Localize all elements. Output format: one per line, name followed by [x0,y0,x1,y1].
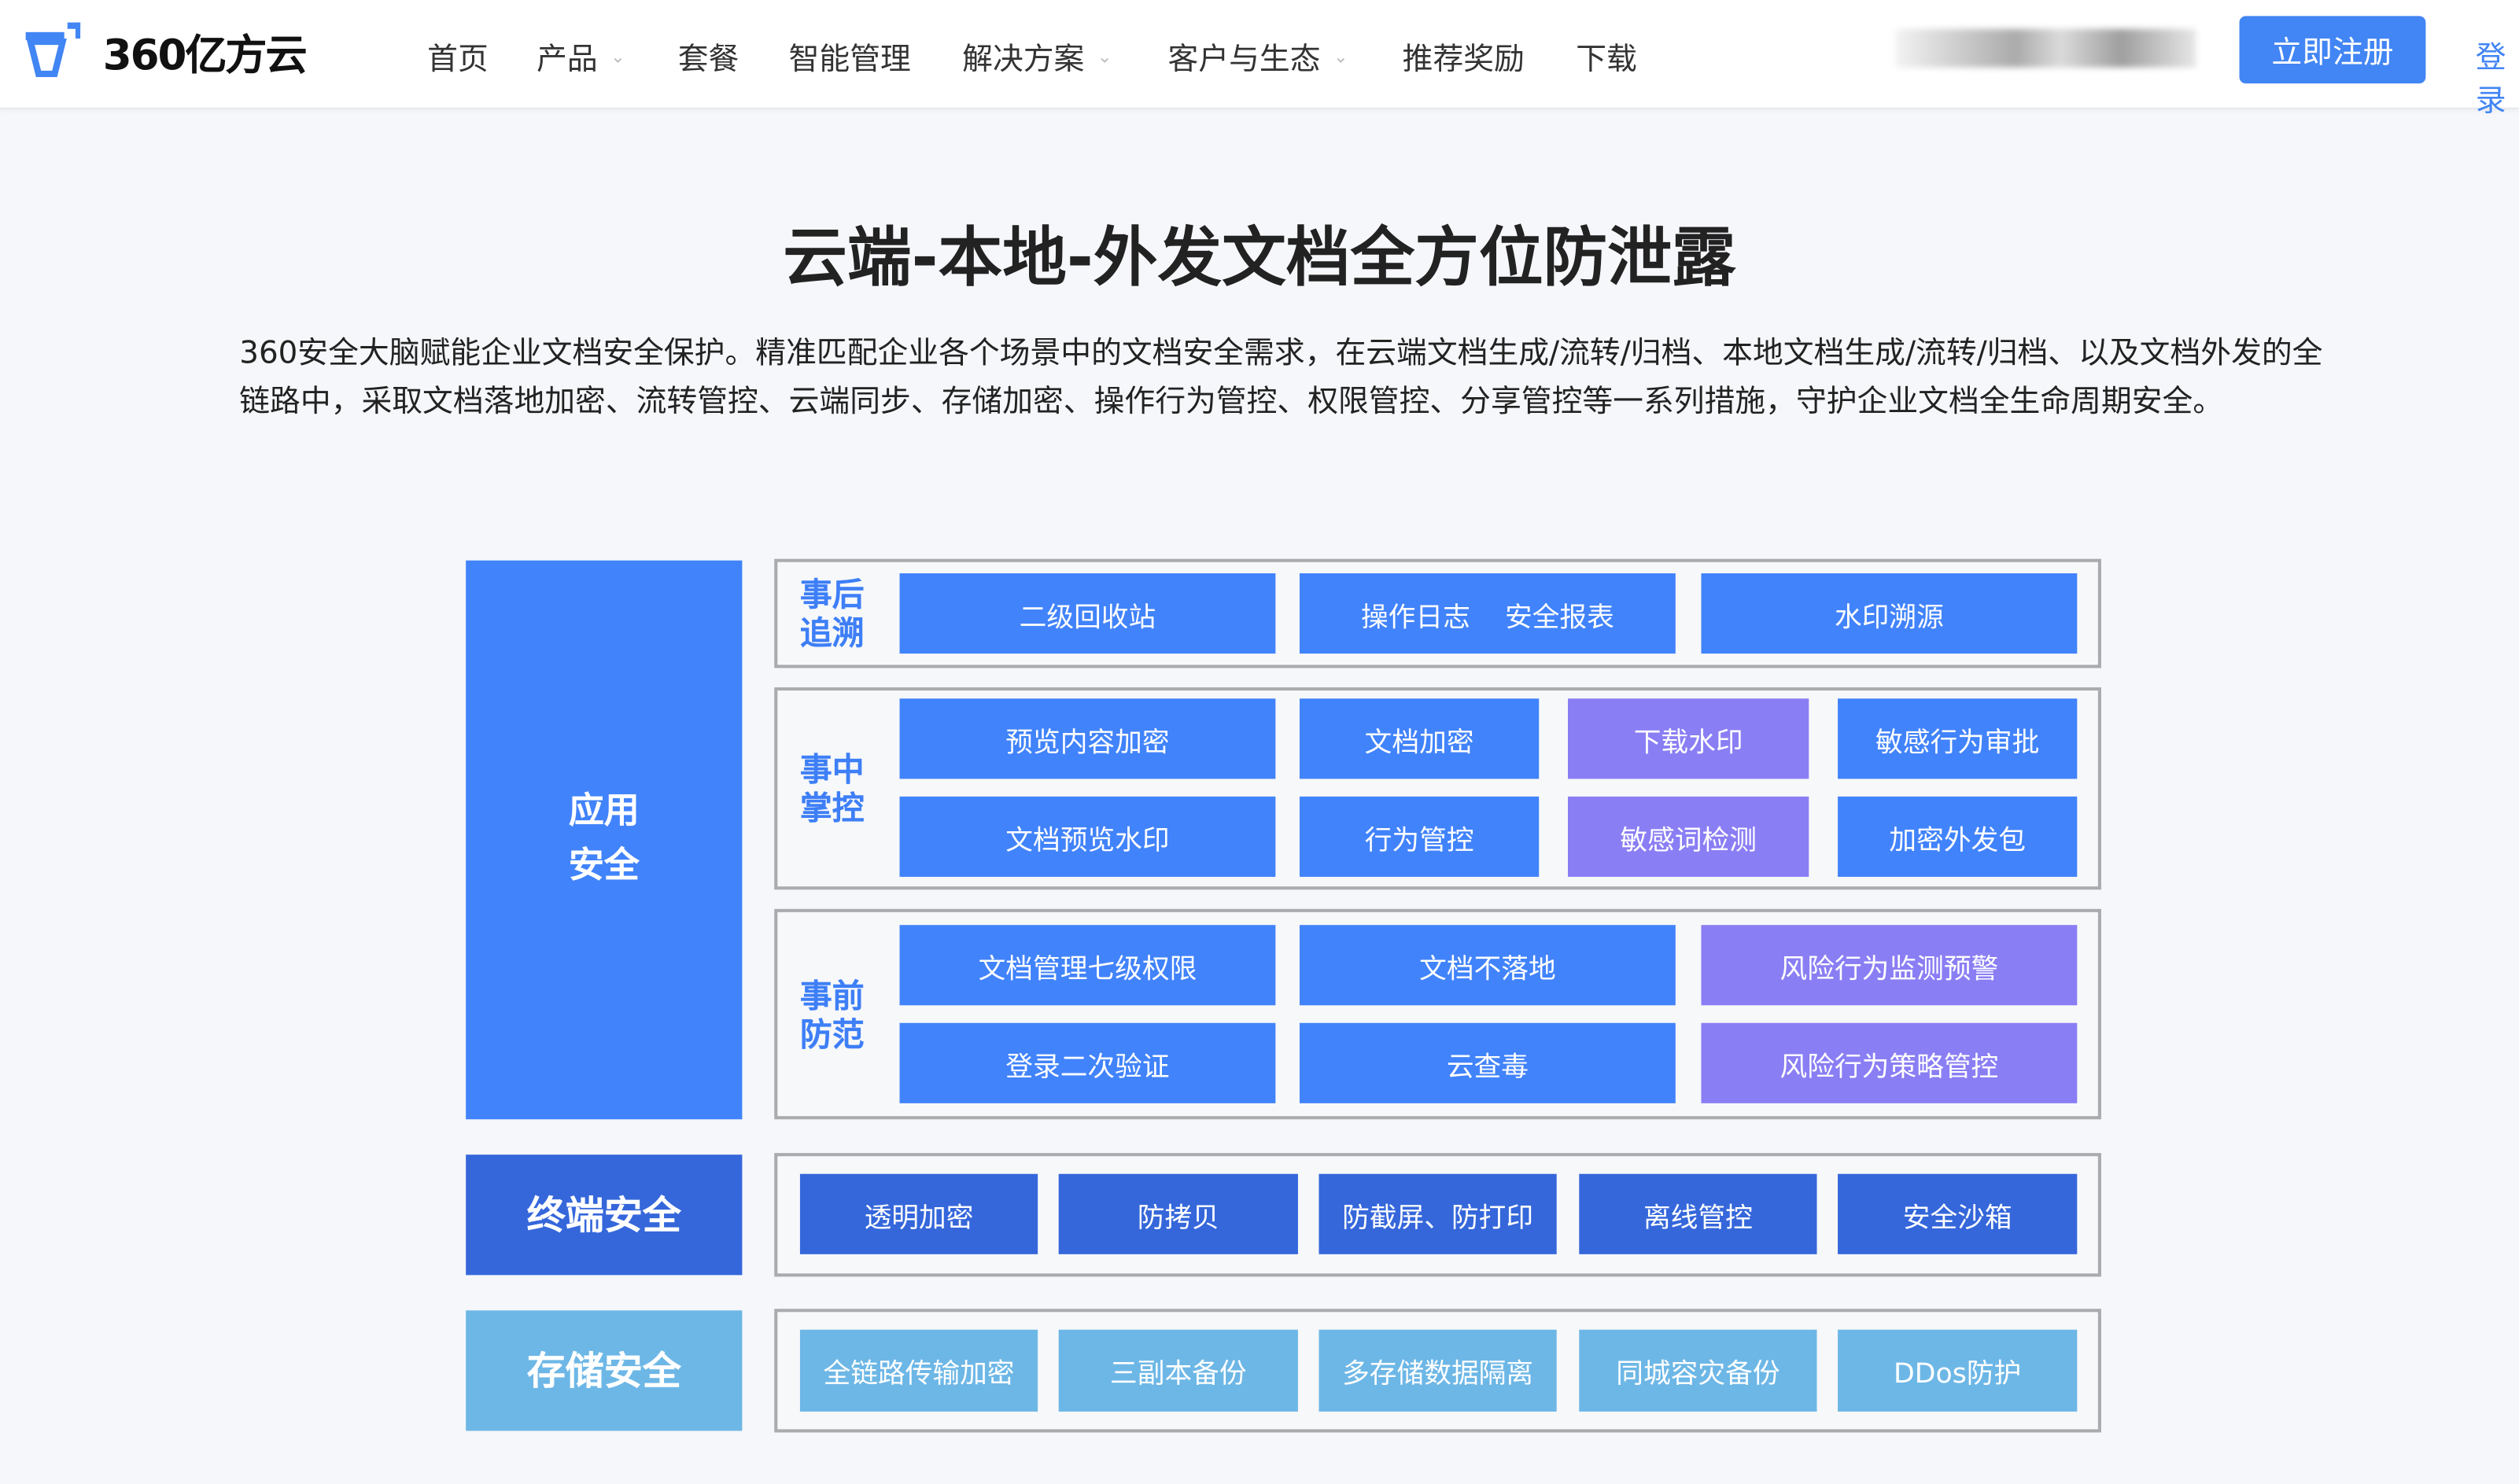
logo-icon [25,22,81,78]
feature-tile[interactable]: 多存储数据隔离 [1319,1329,1557,1412]
nav-item-label: 下载 [1576,42,1637,78]
nav-item[interactable]: 智能管理 [789,35,911,79]
feature-tile[interactable]: 操作日志 安全报表 [1299,573,1676,654]
feature-tile[interactable]: 透明加密 [799,1173,1038,1254]
nav-item-label: 推荐奖励 [1402,42,1525,78]
feature-tile[interactable]: 防拷贝 [1058,1173,1298,1254]
nav-item[interactable]: 下载 [1576,35,1637,79]
top-nav-bar: 360亿方云 首页 产品 ⌄ 套餐 智能管理 解决方案 ⌄ 客户与生态 ⌄ 推荐奖励 下载 立即注册… [0,0,2519,119]
group-label: 事后 追溯 [799,575,865,653]
nav-item[interactable]: 套餐 [678,35,739,79]
login-link[interactable]: 登录 [2475,40,2506,120]
category-block: 应用 安全 [466,560,743,1120]
group-label: 事前 防范 [799,975,865,1053]
nav-item[interactable]: 客户与生态 ⌄ [1168,35,1348,79]
nav-item-label: 客户与生态 [1167,42,1321,78]
page-title: 云端-本地-外发文档全方位防泄露 [783,221,1736,296]
feature-tile[interactable]: 同城容灾备份 [1579,1329,1817,1412]
category-block: 终端安全 [466,1154,743,1276]
nav-item[interactable]: 产品 ⌄ [537,35,625,79]
feature-tile[interactable]: 全链路传输加密 [799,1329,1038,1412]
feature-tile[interactable]: 离线管控 [1579,1173,1817,1254]
group-label: 事中 掌控 [799,749,865,827]
nav-item[interactable]: 解决方案 ⌄ [962,35,1112,79]
feature-tile[interactable]: 云查毒 [1299,1022,1676,1103]
feature-tile[interactable]: 敏感词检测 [1567,796,1809,877]
feature-tile[interactable]: 预览内容加密 [899,698,1276,779]
feature-tile[interactable]: 风险行为策略管控 [1701,1022,2078,1103]
feature-tile[interactable]: 文档不落地 [1299,925,1676,1006]
nav-item[interactable]: 首页 [427,35,489,79]
chevron-down-icon: ⌄ [610,46,625,68]
nav-item-label: 智能管理 [788,42,911,78]
nav-item-label: 产品 [537,42,598,78]
register-button[interactable]: 立即注册 [2239,16,2426,84]
feature-tile[interactable]: 登录二次验证 [899,1022,1276,1103]
chevron-down-icon: ⌄ [1333,46,1348,68]
nav-item-label: 首页 [427,42,489,78]
feature-tile[interactable]: 水印溯源 [1701,573,2078,654]
feature-tile[interactable]: 风险行为监测预警 [1701,925,2078,1006]
blurred-phone-number [1895,28,2196,68]
chevron-down-icon: ⌄ [1097,46,1112,68]
logo-text[interactable]: 360亿方云 [102,31,308,81]
feature-tile[interactable]: 文档预览水印 [899,796,1276,877]
feature-tile[interactable]: 二级回收站 [899,573,1276,654]
page-description: 360安全大脑赋能企业文档安全保护。精准匹配企业各个场景中的文档安全需求，在云端… [239,335,2323,419]
nav-item-label: 套餐 [677,42,739,78]
feature-tile[interactable]: 文档加密 [1299,698,1540,779]
nav-item[interactable]: 推荐奖励 [1403,35,1525,79]
feature-tile[interactable]: 安全沙箱 [1838,1173,2078,1254]
feature-tile[interactable]: 三副本备份 [1058,1329,1298,1412]
nav-item-label: 解决方案 [962,42,1085,78]
category-block: 存储安全 [466,1310,743,1431]
feature-tile[interactable]: 加密外发包 [1838,796,2078,877]
feature-tile[interactable]: 敏感行为审批 [1838,698,2078,779]
feature-tile[interactable]: 文档管理七级权限 [899,925,1276,1006]
feature-tile[interactable]: 行为管控 [1299,796,1540,877]
feature-tile[interactable]: DDos防护 [1838,1329,2078,1412]
feature-tile[interactable]: 防截屏、防打印 [1319,1173,1557,1254]
feature-tile[interactable]: 下载水印 [1567,698,1809,779]
